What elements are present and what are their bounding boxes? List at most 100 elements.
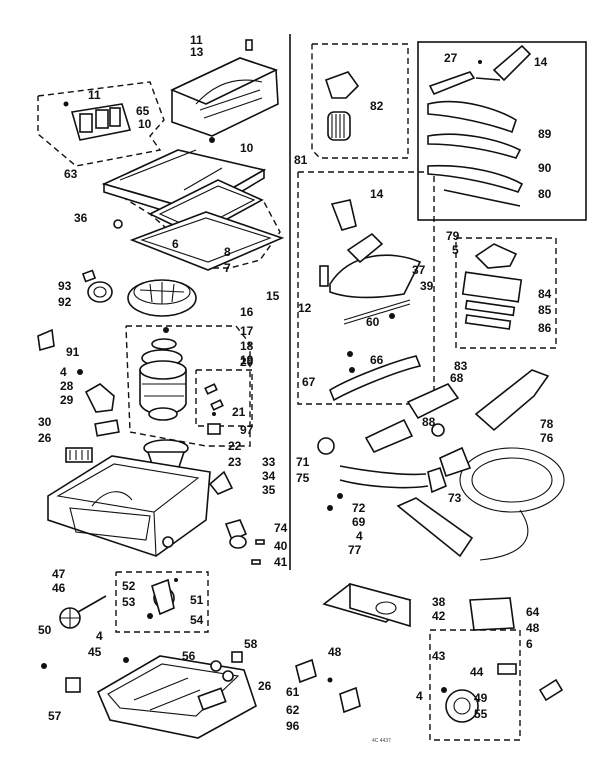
callout-c22: 22 xyxy=(228,439,242,453)
callout-c4c: 4 xyxy=(356,529,363,543)
handle-assembly xyxy=(170,39,279,143)
group-boundaries xyxy=(37,34,587,741)
callout-c4d: 4 xyxy=(416,689,423,703)
callout-c20: 20 xyxy=(240,355,254,369)
floor-tool xyxy=(319,232,422,325)
callout-c30: 30 xyxy=(38,415,52,429)
callout-c38: 38 xyxy=(432,595,446,609)
callout-c75: 75 xyxy=(296,471,310,485)
bracket-61 xyxy=(295,658,361,714)
callout-c79: 79 xyxy=(446,229,460,243)
callout-c4a: 4 xyxy=(60,365,67,379)
part-55 xyxy=(538,678,564,702)
adapter-14 xyxy=(330,199,357,231)
callout-c65: 65 xyxy=(136,104,150,118)
callout-c49: 49 xyxy=(474,691,488,705)
accessory-parts xyxy=(295,44,565,723)
callout-c53: 53 xyxy=(122,595,136,609)
callout-c7: 7 xyxy=(224,261,231,275)
hose xyxy=(317,437,447,494)
callout-c28: 28 xyxy=(60,379,74,393)
callout-c51: 51 xyxy=(190,593,204,607)
switch-parts xyxy=(204,383,224,435)
callout-c6: 6 xyxy=(172,237,179,251)
callout-c69: 69 xyxy=(352,515,366,529)
callout-c89: 89 xyxy=(538,127,552,141)
callout-c14a: 14 xyxy=(534,55,548,69)
callout-c52: 52 xyxy=(122,579,136,593)
wand-tip xyxy=(428,44,532,96)
callout-c77: 77 xyxy=(348,543,362,557)
callout-c43: 43 xyxy=(432,649,446,663)
bracket-38 xyxy=(322,582,412,628)
callout-c6b: 6 xyxy=(526,637,533,651)
callout-c93: 93 xyxy=(58,279,72,293)
callout-c55: 55 xyxy=(474,707,488,721)
gasket xyxy=(129,211,285,271)
callout-c35: 35 xyxy=(262,483,276,497)
callout-c82: 82 xyxy=(370,99,384,113)
wheel-44 xyxy=(441,687,479,723)
cover-latch xyxy=(63,101,132,141)
callout-c64: 64 xyxy=(526,605,540,619)
callout-c8: 8 xyxy=(224,245,231,259)
dolly-parts xyxy=(210,651,243,682)
callout-c83: 83 xyxy=(454,359,468,373)
callout-c12: 12 xyxy=(298,301,312,315)
tank xyxy=(47,455,211,557)
plate-64 xyxy=(469,597,515,631)
callout-c57: 57 xyxy=(48,709,62,723)
tool-kit-box xyxy=(417,41,587,221)
callout-c26b: 26 xyxy=(258,679,272,693)
callout-c91: 91 xyxy=(66,345,80,359)
callout-c86: 86 xyxy=(538,321,552,335)
cuff-73 xyxy=(439,446,472,478)
coiled-hose xyxy=(459,447,565,561)
callout-c73: 73 xyxy=(448,491,462,505)
crevice-tool xyxy=(474,369,550,432)
callout-c26a: 26 xyxy=(38,431,52,445)
callout-c41: 41 xyxy=(274,555,288,569)
brush-83 xyxy=(461,243,523,330)
side-fitting xyxy=(81,269,113,303)
callout-c18: 18 xyxy=(240,339,254,353)
motor-group-outline xyxy=(125,325,251,447)
callout-c27: 27 xyxy=(444,51,458,65)
clip-91 xyxy=(37,328,55,352)
side-fittings xyxy=(224,519,265,565)
callout-c29: 29 xyxy=(60,393,74,407)
callout-c11a: 11 xyxy=(190,33,203,47)
callout-c46: 46 xyxy=(52,581,66,595)
callout-c5: 5 xyxy=(452,243,459,257)
callout-c76: 76 xyxy=(540,431,554,445)
nozzle-82 xyxy=(324,71,360,141)
callout-c39: 39 xyxy=(420,279,434,293)
callout-c48b: 48 xyxy=(328,645,342,659)
callout-c85: 85 xyxy=(538,303,552,317)
floor-tool-outline xyxy=(297,171,435,405)
cover-group-outline xyxy=(37,81,165,167)
base-dolly xyxy=(96,655,257,739)
callout-c62: 62 xyxy=(286,703,300,717)
callout-c50: 50 xyxy=(38,623,52,637)
strip-80 xyxy=(443,189,521,207)
callout-c19: 19 xyxy=(240,353,254,367)
callout-c71: 71 xyxy=(296,455,310,469)
caster-group-outline xyxy=(115,571,209,633)
callout-c34: 34 xyxy=(262,469,276,483)
callout-c56: 56 xyxy=(182,649,196,663)
callout-c16: 16 xyxy=(240,305,254,319)
callout-c15: 15 xyxy=(266,289,280,303)
bracket xyxy=(77,369,120,437)
callout-c97: 97 xyxy=(240,423,254,437)
callout-c23: 23 xyxy=(228,455,242,469)
filter xyxy=(127,279,197,317)
callout-c10a: 10 xyxy=(240,141,254,155)
callout-c78: 78 xyxy=(540,417,554,431)
callout-c90: 90 xyxy=(538,161,552,175)
callout-c63: 63 xyxy=(64,167,78,181)
upholstery-tool xyxy=(427,100,522,159)
callout-c45: 45 xyxy=(88,645,102,659)
